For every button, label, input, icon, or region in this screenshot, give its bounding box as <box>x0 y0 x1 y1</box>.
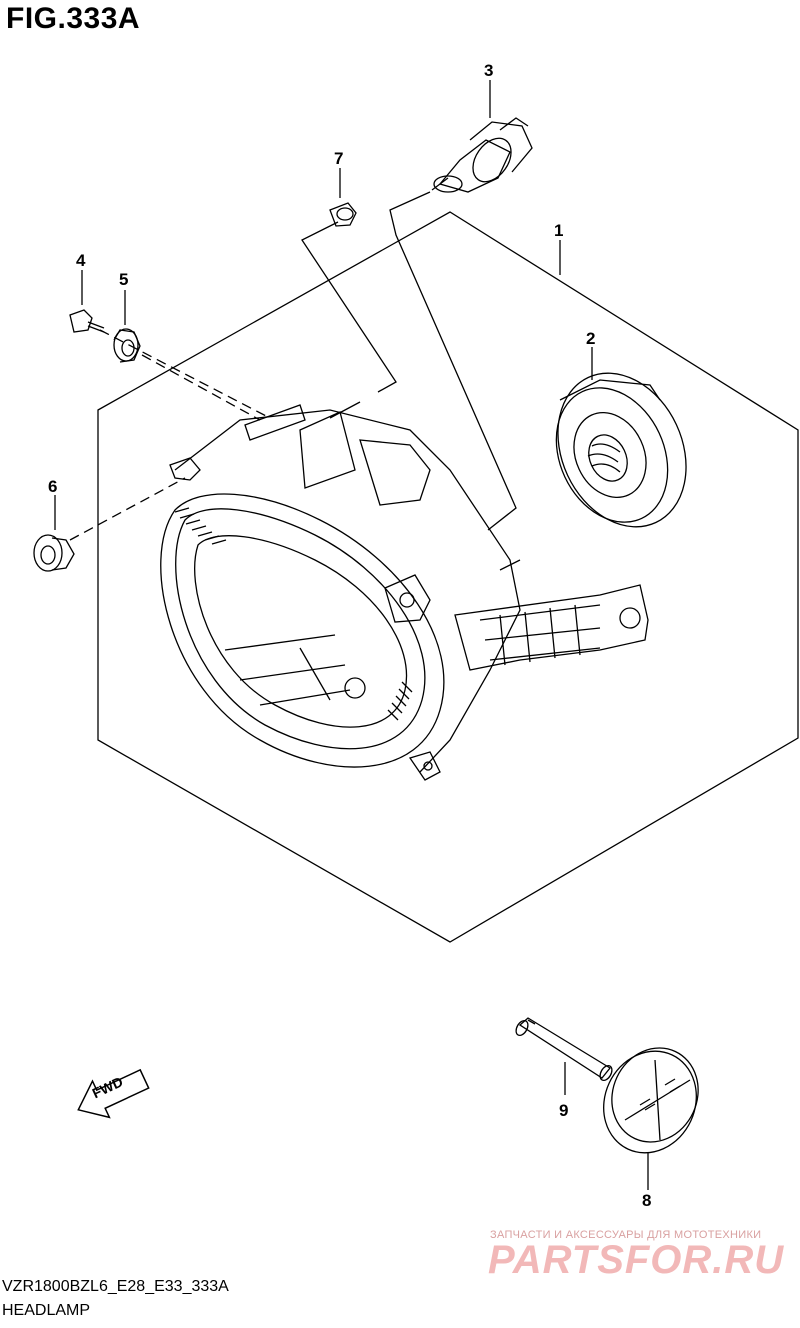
socket-part <box>555 372 687 528</box>
callout-9: 9 <box>559 1101 568 1120</box>
assembly-outline <box>97 211 799 943</box>
assembly-name: HEADLAMP <box>2 1302 91 1319</box>
callout-7: 7 <box>334 149 343 168</box>
callout-8: 8 <box>642 1191 651 1210</box>
cap-part <box>603 1047 699 1154</box>
headlamp-assembly-part <box>160 401 649 781</box>
clip-part <box>329 202 357 227</box>
cushion-part-5 <box>113 328 141 363</box>
model-code: VZR1800BZL6_E28_E33_333A <box>2 1278 229 1295</box>
callout-4: 4 <box>76 251 86 270</box>
pin-part <box>515 1017 613 1082</box>
callout-2: 2 <box>586 329 595 348</box>
screw-part <box>69 309 105 333</box>
cushion-part-6 <box>33 534 75 572</box>
figure-title: FIG.333A <box>6 2 141 35</box>
fwd-arrow <box>77 1068 150 1119</box>
bulb-part <box>431 117 533 193</box>
watermark-caption: ЗАПЧАСТИ И АКСЕССУАРЫ ДЛЯ МОТОТЕХНИКИ <box>490 1229 762 1241</box>
callout-1: 1 <box>554 221 563 240</box>
watermark-brand: PARTSFOR.RU <box>488 1238 785 1282</box>
callout-6: 6 <box>48 477 57 496</box>
callout-3: 3 <box>484 61 493 80</box>
callout-5: 5 <box>119 270 128 289</box>
